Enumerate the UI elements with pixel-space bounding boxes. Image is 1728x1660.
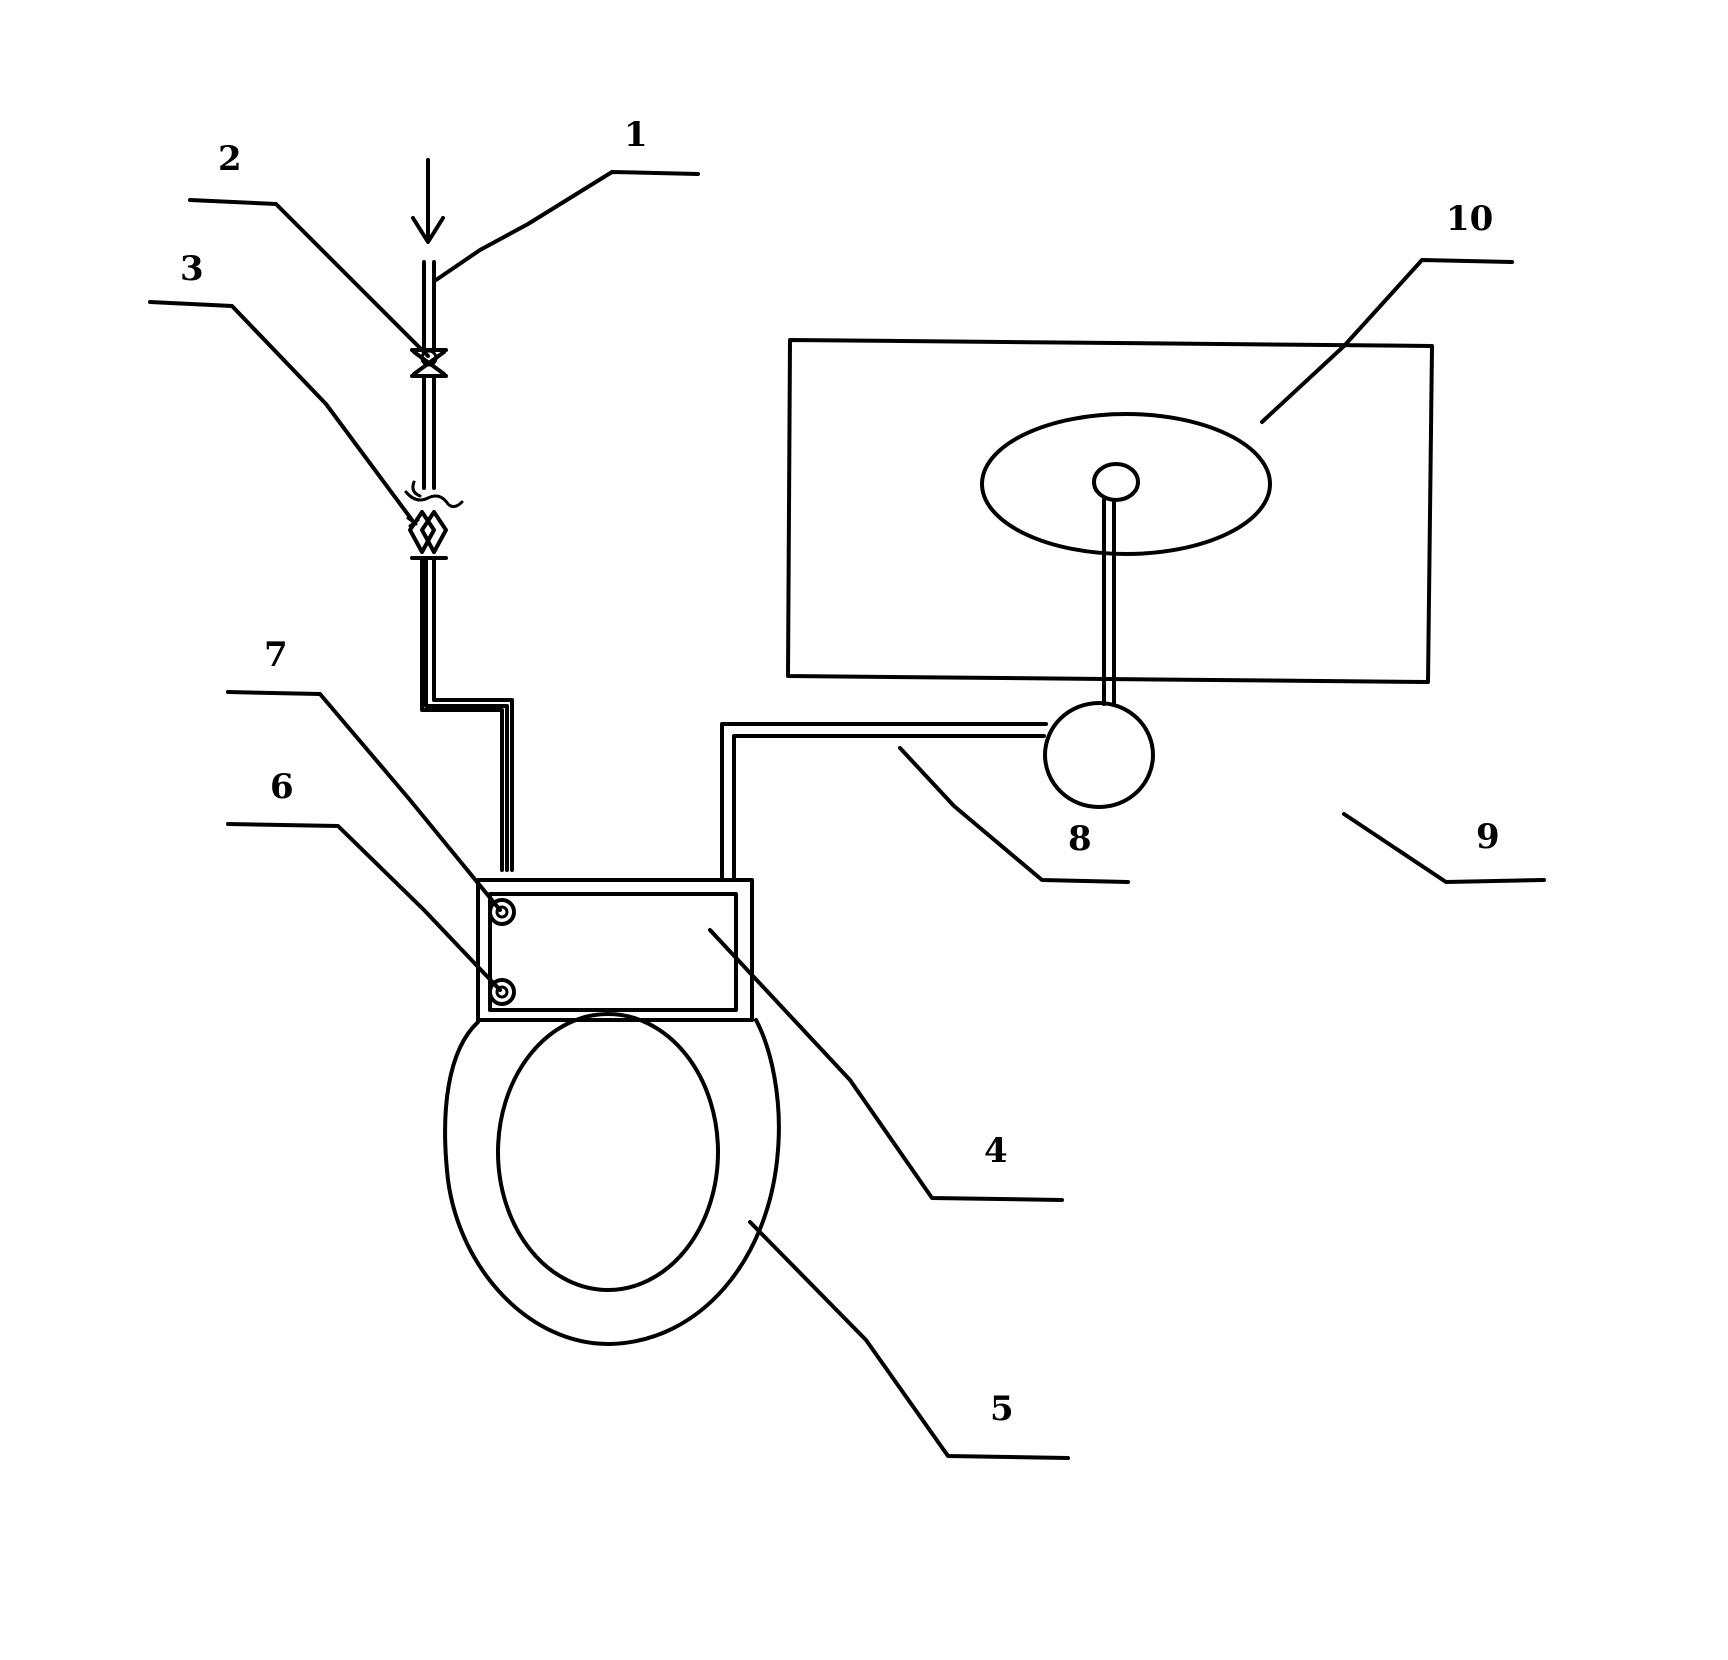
valve-2 bbox=[410, 348, 448, 378]
leader-7 bbox=[226, 690, 502, 912]
reference-labels: 1 2 3 7 6 4 5 8 9 10 bbox=[180, 115, 1500, 1429]
leader-3 bbox=[148, 300, 414, 522]
label-7: 7 bbox=[264, 635, 288, 675]
label-1: 1 bbox=[624, 115, 648, 155]
connecting-pipe bbox=[720, 722, 1048, 880]
leader-10 bbox=[1260, 258, 1514, 424]
pipe-break bbox=[404, 490, 464, 509]
water-tank bbox=[476, 878, 754, 1022]
inlet-pipe bbox=[404, 158, 514, 872]
leader-8 bbox=[898, 746, 1130, 884]
label-4: 4 bbox=[984, 1131, 1008, 1171]
toilet-bowl bbox=[443, 1012, 781, 1347]
leader-2 bbox=[188, 198, 430, 358]
leader-lines bbox=[148, 170, 1546, 1460]
label-8: 8 bbox=[1068, 819, 1092, 859]
valve-3 bbox=[406, 510, 448, 560]
leader-6 bbox=[226, 822, 502, 992]
float-7 bbox=[488, 898, 516, 926]
label-5: 5 bbox=[990, 1389, 1014, 1429]
float-6 bbox=[488, 978, 516, 1006]
leader-4 bbox=[708, 928, 1064, 1202]
label-2: 2 bbox=[218, 139, 242, 179]
leader-1 bbox=[434, 170, 700, 282]
leader-9 bbox=[1342, 812, 1546, 884]
flow-arrow bbox=[411, 158, 445, 244]
wash-basin bbox=[786, 338, 1434, 684]
label-3: 3 bbox=[180, 249, 204, 289]
label-6: 6 bbox=[270, 767, 294, 807]
label-9: 9 bbox=[1476, 817, 1500, 857]
leader-5 bbox=[748, 1220, 1070, 1460]
label-10: 10 bbox=[1446, 199, 1493, 239]
pump bbox=[1043, 498, 1155, 809]
